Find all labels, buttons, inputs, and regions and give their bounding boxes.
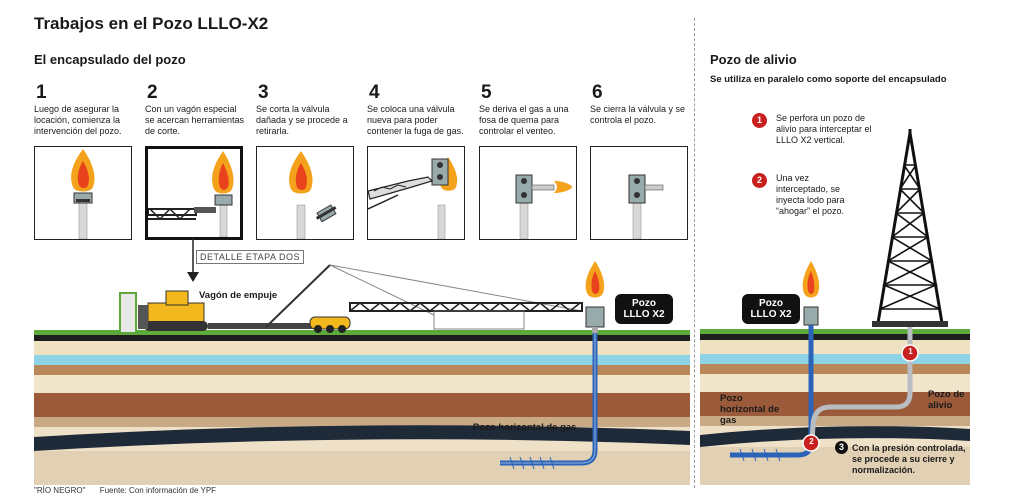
relief-horizontal-gas-label: Pozo horizontal de gas xyxy=(720,393,780,426)
relief-cross-section xyxy=(700,129,970,485)
relief-marker-1-on-derrick: 1 xyxy=(908,347,913,356)
step-2-illustration xyxy=(145,146,243,240)
relief-step-3-marker: 3 xyxy=(835,441,848,454)
detail-stage-two-tag: DETALLE ETAPA DOS xyxy=(196,250,305,264)
section-divider xyxy=(694,18,695,488)
step-3-text: Se corta la válvula dañada y se procede … xyxy=(256,104,348,136)
step-5-number: 5 xyxy=(481,82,492,103)
footer-source: Fuente: Con información de YPF xyxy=(99,486,217,495)
section-subtitle: El encapsulado del pozo xyxy=(34,52,186,67)
relief-step-2-text: Una vez interceptado, se inyecta lodo pa… xyxy=(776,173,845,216)
footer-credit: "RÍO NEGRO" xyxy=(34,486,86,495)
left-cross-section xyxy=(34,261,690,485)
relief-step-3-text: Con la presión controlada, se procede a … xyxy=(852,443,966,475)
push-wagon-label: Vagón de empuje xyxy=(199,290,278,301)
relief-subtitle: Se utiliza en paralelo como soporte del … xyxy=(710,74,947,85)
step-4-text: Se coloca una válvula nueva para poder c… xyxy=(367,104,464,136)
step-4-number: 4 xyxy=(369,82,380,103)
relief-well-label: Pozo de alivio xyxy=(928,389,965,411)
step-1-text: Luego de asegurar la locación, comienza … xyxy=(34,104,122,136)
step-3-illustration xyxy=(256,146,354,240)
step-6-number: 6 xyxy=(592,82,603,103)
relief-marker-2-on-well: 2 xyxy=(809,437,814,446)
step-5-illustration xyxy=(479,146,577,240)
step-3-number: 3 xyxy=(258,82,269,103)
relief-step-1-text: Se perfora un pozo de alivio para interc… xyxy=(776,113,872,145)
step-1-number: 1 xyxy=(36,82,47,103)
footer: "RÍO NEGRO" Fuente: Con información de Y… xyxy=(34,486,216,495)
step-6-text: Se cierra la válvula y se controla el po… xyxy=(590,104,686,125)
step-5-text: Se deriva el gas a una fosa de quema par… xyxy=(479,104,569,136)
step-6-illustration xyxy=(590,146,688,240)
step-4-illustration xyxy=(367,146,465,240)
detail-arrow xyxy=(187,238,199,282)
relief-step-1-marker: 1 xyxy=(752,113,767,128)
relief-step-2-marker: 2 xyxy=(752,173,767,188)
pozo-lllo-x2-tag-right: Pozo LLLO X2 xyxy=(742,294,800,324)
page-title: Trabajos en el Pozo LLLO-X2 xyxy=(34,14,269,33)
step-2-number: 2 xyxy=(147,82,158,103)
step-1-illustration xyxy=(34,146,132,240)
pozo-lllo-x2-tag-left: Pozo LLLO X2 xyxy=(615,294,673,324)
horizontal-gas-well-label: Pozo horizontal de gas xyxy=(473,422,577,433)
relief-title: Pozo de alivio xyxy=(710,52,797,67)
step-2-text: Con un vagón especial se acercan herrami… xyxy=(145,104,245,136)
